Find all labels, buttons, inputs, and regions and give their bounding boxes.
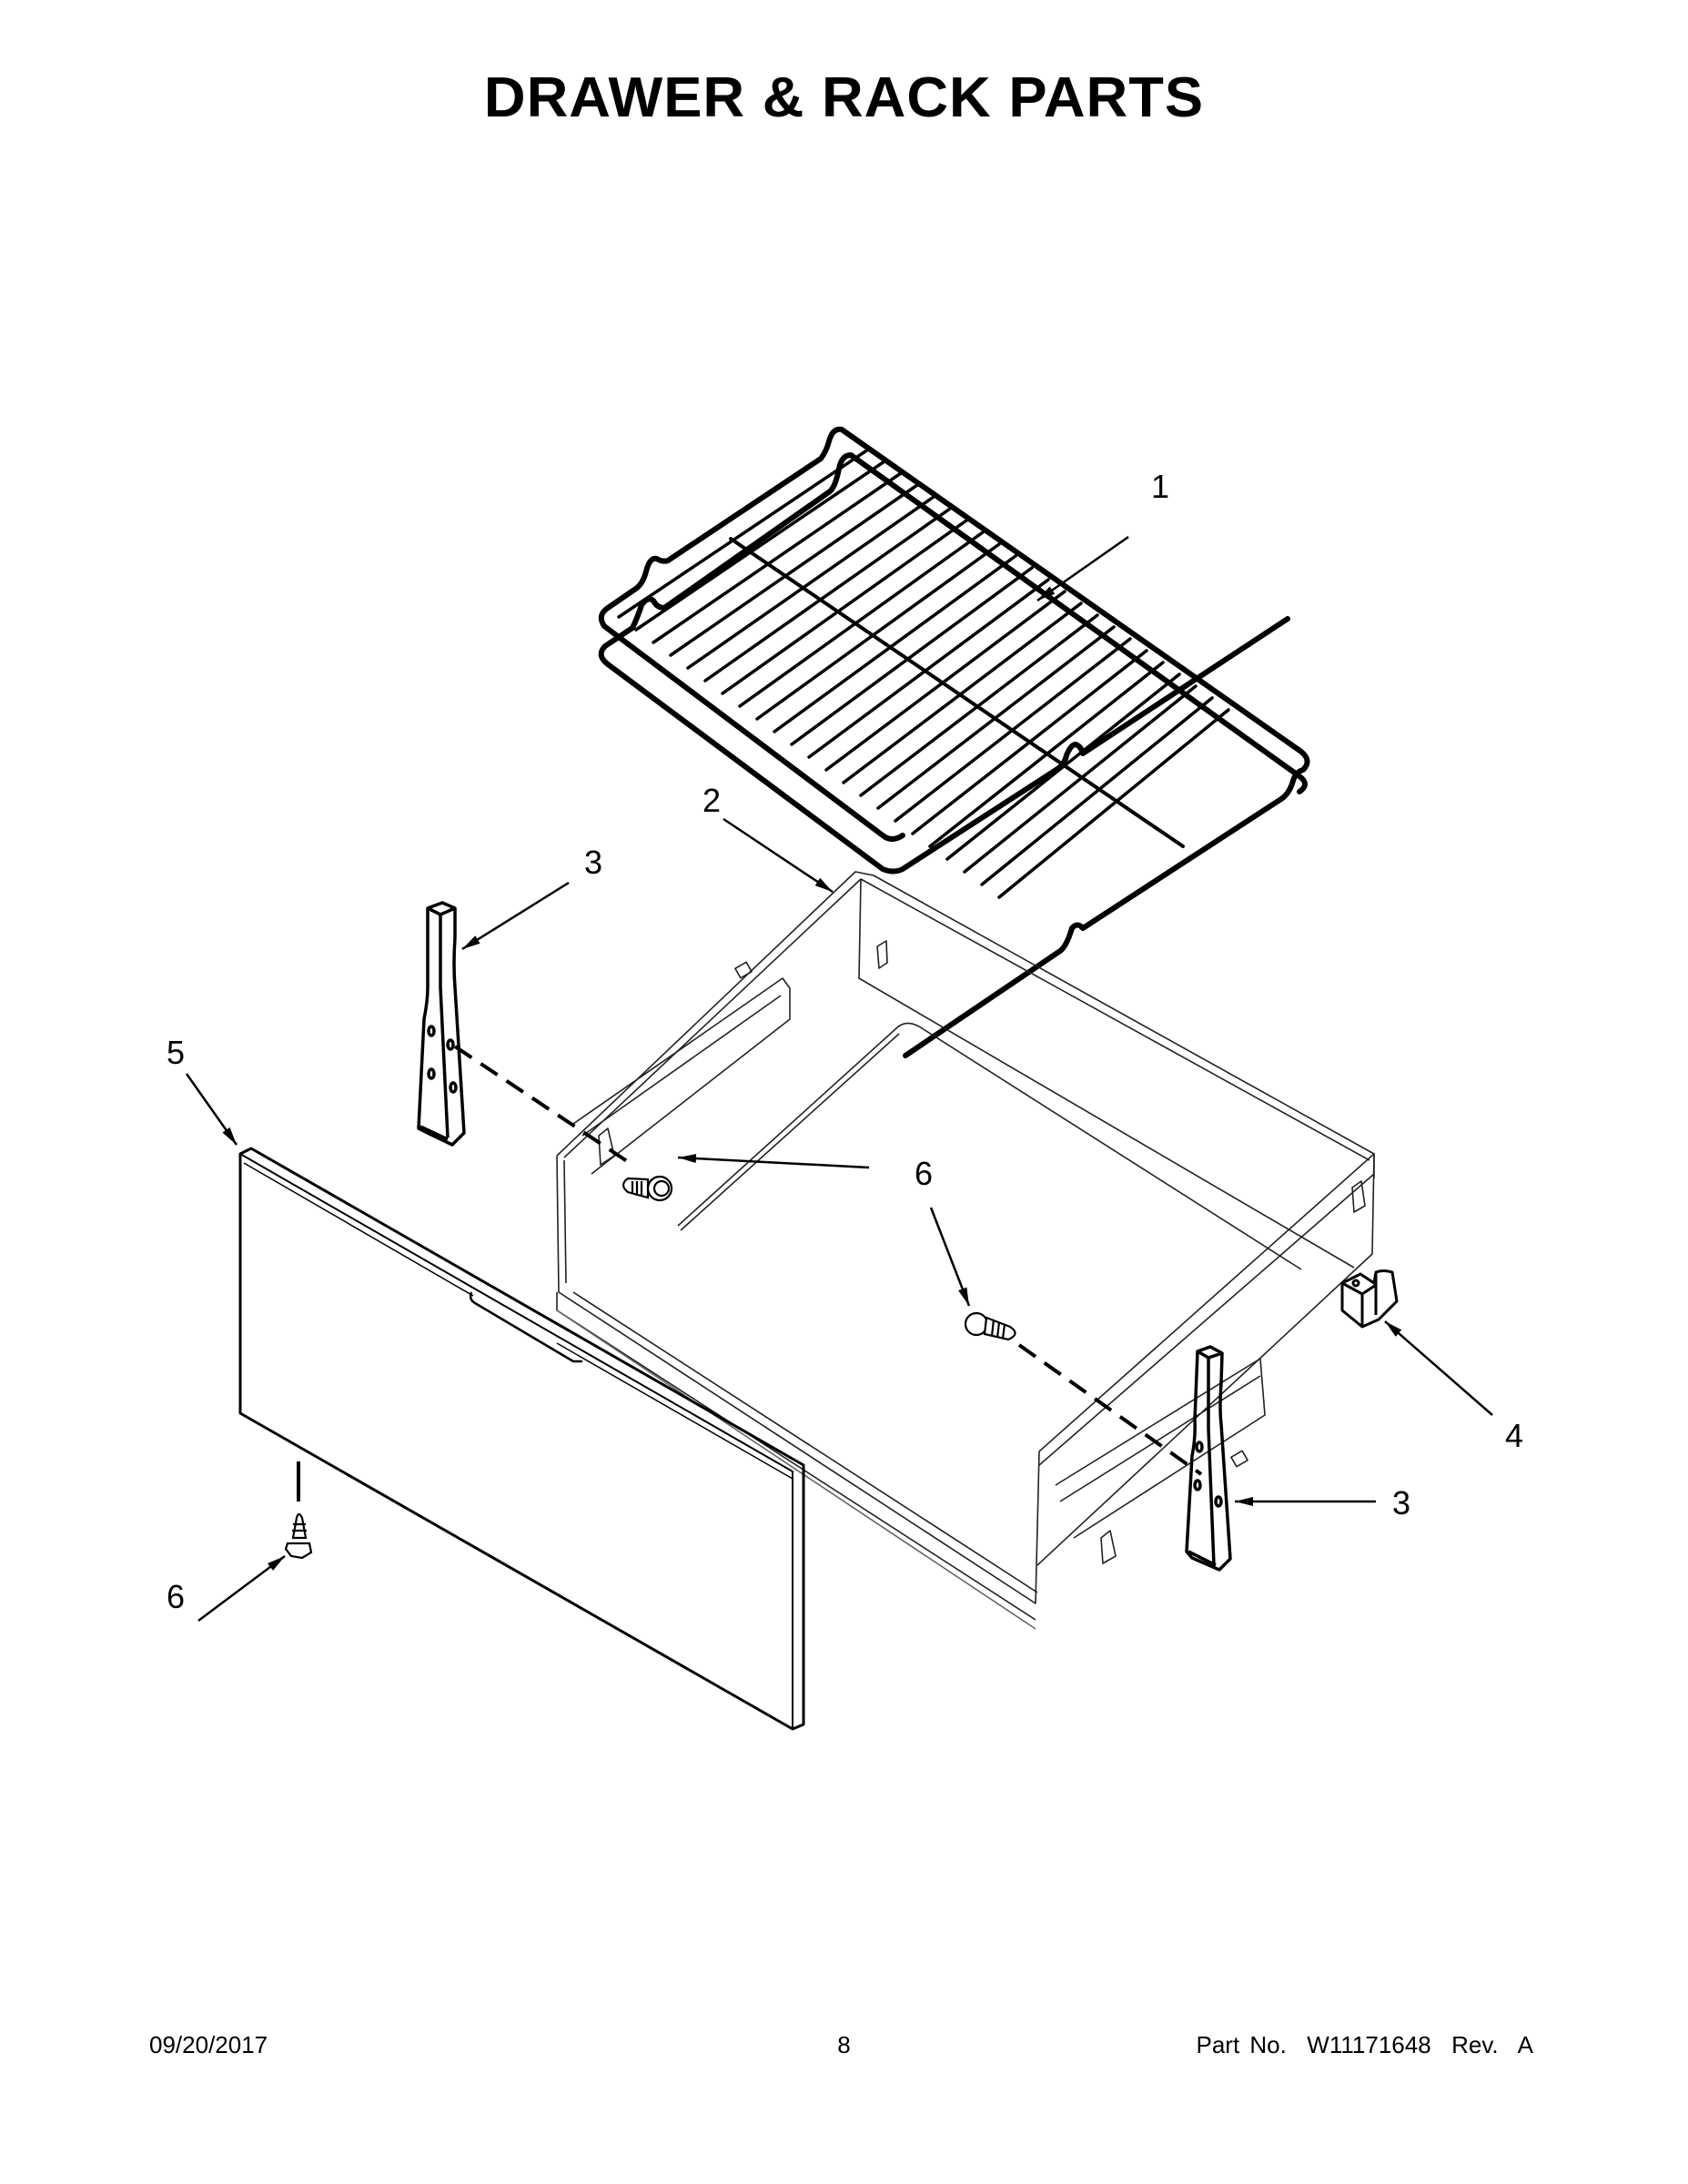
callout-2: 2 [702, 782, 722, 819]
oven-rack [598, 426, 1310, 1058]
callout-3b: 3 [1391, 1484, 1411, 1522]
callout-6a-leader-2 [929, 1207, 971, 1307]
drawer-leg-right [1185, 1345, 1232, 1572]
assembly-line-left [453, 1045, 634, 1167]
assembly-line-right [1017, 1343, 1203, 1476]
screw-front-panel [284, 1512, 313, 1560]
page-title: DRAWER & RACK PARTS [483, 66, 1205, 129]
callout-4-leader [1384, 1320, 1493, 1416]
drawer-clip [1340, 1269, 1399, 1329]
callout-6b: 6 [166, 1578, 186, 1615]
callout-2-leader [723, 817, 834, 894]
footer-part-number: Part No. W11171648 Rev. A [1196, 2031, 1533, 2058]
callout-3a-leader [461, 881, 570, 951]
screw-box-left [622, 1175, 673, 1202]
drawer-front-panel [238, 1147, 805, 1731]
callout-6a: 6 [914, 1155, 934, 1192]
callout-5: 5 [166, 1034, 186, 1071]
callout-4: 4 [1504, 1417, 1524, 1454]
callout-1: 1 [1150, 468, 1170, 505]
callout-6a-leader-1 [677, 1154, 870, 1169]
callout-1-leader [1036, 535, 1129, 602]
callout-3a: 3 [583, 844, 603, 881]
footer-page-number: 8 [837, 2031, 851, 2058]
screw-box-right [964, 1311, 1016, 1341]
callout-5-leader [185, 1073, 238, 1146]
oven-rack-drawing [598, 452, 1308, 875]
footer-date: 09/20/2017 [149, 2031, 268, 2058]
drawer-leg-left [417, 901, 466, 1147]
drawer-box [556, 871, 1375, 1630]
